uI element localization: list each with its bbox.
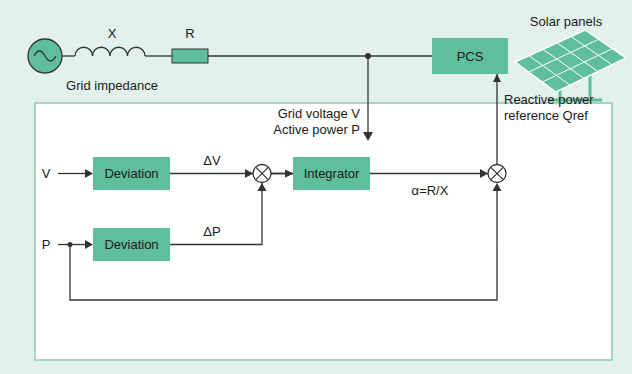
signal-wiring (58, 174, 497, 301)
grid-wiring (62, 47, 432, 134)
reference-label: Reactive power reference Qref (504, 92, 608, 124)
input-label: V (42, 166, 51, 182)
edge-label: ΔV (203, 153, 220, 168)
node-text: PCS (457, 49, 484, 64)
summing-junction (245, 165, 271, 192)
solar-panel (515, 30, 626, 100)
node-text: Deviation (104, 166, 158, 181)
edge-label: ΔP (203, 224, 220, 239)
sine-symbol (34, 51, 56, 61)
panel-label: Solar panels (530, 14, 602, 30)
signal-arrow (370, 74, 497, 174)
summing-junction (480, 165, 506, 183)
signal-label: Grid voltage V (278, 106, 360, 122)
integrator-box: Integrator (293, 157, 370, 190)
arrowhead (363, 132, 373, 141)
pcs-box: PCS (432, 38, 508, 74)
inductor-symbol (75, 47, 145, 56)
signal-label: Active power P (273, 122, 360, 138)
signal-arrow (170, 174, 293, 245)
deviation-box: Deviation (93, 157, 170, 190)
resistor-label: R (185, 26, 194, 42)
input-label: P (42, 237, 51, 253)
ac-source (28, 39, 62, 73)
control-panel (35, 103, 612, 360)
deviation-box: Deviation (93, 228, 170, 261)
edge-label: α=R/X (412, 183, 449, 198)
junction-dot (365, 53, 371, 59)
inductor-label: X (108, 26, 117, 42)
node-text: Deviation (104, 237, 158, 252)
impedance-label: Grid impedance (66, 78, 158, 94)
resistor-symbol (172, 49, 208, 63)
node-text: Integrator (304, 166, 360, 181)
